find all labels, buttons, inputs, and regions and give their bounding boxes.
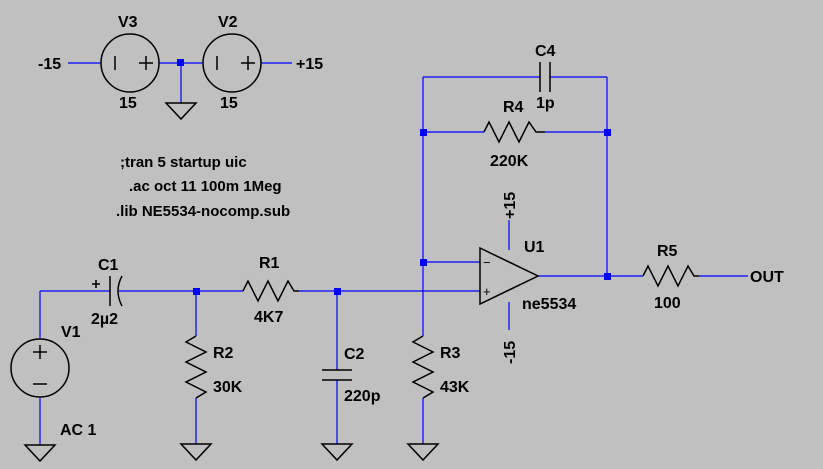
u1-vplus-label: +15 <box>502 192 519 219</box>
v1-name: V1 <box>61 324 81 341</box>
net-label-minus15: -15 <box>38 56 61 73</box>
junction <box>420 259 427 266</box>
r3-name: R3 <box>440 345 461 362</box>
r1-resistor[interactable] <box>242 279 299 303</box>
opamp-body <box>479 246 540 306</box>
r2-name: R2 <box>213 345 234 362</box>
directive-tran[interactable]: ;tran 5 startup uic <box>120 154 247 171</box>
r5-value: 100 <box>654 295 681 312</box>
c4-capacitor[interactable] <box>539 62 551 92</box>
ground-icon <box>164 102 198 121</box>
u1-opamp[interactable]: − + <box>479 246 540 306</box>
v3-source[interactable] <box>100 33 160 93</box>
v2-name: V2 <box>218 14 238 31</box>
u1-name: U1 <box>524 239 545 256</box>
ground-icon <box>179 443 213 462</box>
directive-ac[interactable]: .ac oct 11 100m 1Meg <box>129 178 282 195</box>
junction <box>334 288 341 295</box>
c2-capacitor[interactable] <box>322 369 352 381</box>
v2-value: 15 <box>220 95 238 112</box>
junction <box>193 288 200 295</box>
r4-value: 220K <box>490 153 529 170</box>
v3-name: V3 <box>118 14 138 31</box>
v1-value: AC 1 <box>60 422 97 439</box>
v3-source-body <box>100 33 160 93</box>
c1-name: C1 <box>98 257 119 274</box>
directive-lib[interactable]: .lib NE5534-nocomp.sub <box>116 203 290 220</box>
v3-value: 15 <box>119 95 137 112</box>
spice-directives: ;tran 5 startup uic .ac oct 11 100m 1Meg… <box>116 154 290 220</box>
ground-icon <box>406 443 440 462</box>
r2-resistor[interactable] <box>184 335 208 399</box>
r5-name: R5 <box>657 243 678 260</box>
junction <box>420 129 427 136</box>
inverting-input-sign: − <box>483 255 491 270</box>
v1-source[interactable] <box>10 338 70 398</box>
v2-source-body <box>202 33 262 93</box>
junction <box>604 129 611 136</box>
r2-value: 30K <box>213 379 243 396</box>
c1-capacitor[interactable] <box>92 275 123 307</box>
ground-icon <box>320 443 354 462</box>
c2-value: 220p <box>344 388 381 405</box>
u1-model: ne5534 <box>522 296 576 313</box>
junction <box>177 59 184 66</box>
junctions <box>193 129 611 295</box>
r4-name: R4 <box>503 99 524 116</box>
r3-resistor[interactable] <box>411 335 435 399</box>
capacitor-plate <box>117 275 123 307</box>
net-label-plus15: +15 <box>296 56 323 73</box>
r3-value: 43K <box>440 379 470 396</box>
r1-value: 4K7 <box>254 309 283 326</box>
ground-icon <box>23 444 57 463</box>
v1-source-body <box>10 338 70 398</box>
c2-name: C2 <box>344 346 365 363</box>
c1-value: 2µ2 <box>91 311 118 328</box>
v2-source[interactable] <box>202 33 262 93</box>
u1-vminus-label: -15 <box>502 341 519 364</box>
wires <box>39 76 748 445</box>
junction <box>604 273 611 280</box>
r1-name: R1 <box>259 255 280 272</box>
net-label-out: OUT <box>750 269 784 286</box>
c4-value: 1p <box>536 95 555 112</box>
supply-section: V3 15 V2 15 -15 +15 <box>38 14 323 121</box>
r4-resistor[interactable] <box>483 120 545 144</box>
c4-name: C4 <box>535 43 556 60</box>
r5-resistor[interactable] <box>642 264 699 288</box>
noninverting-input-sign: + <box>483 284 491 299</box>
